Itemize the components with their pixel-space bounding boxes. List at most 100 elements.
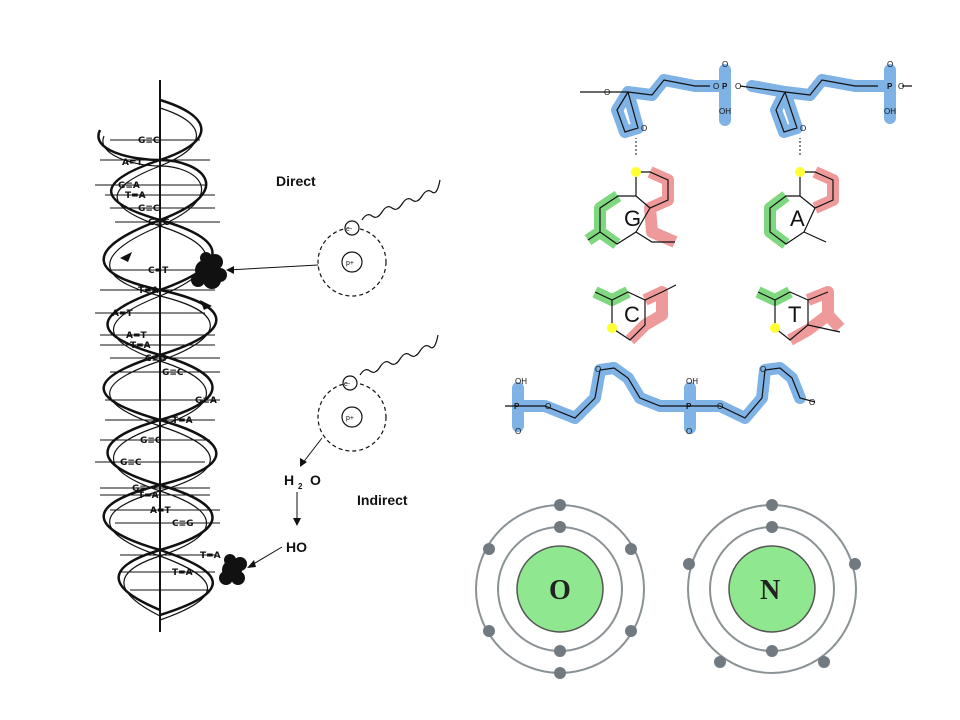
helix-strand-b-inner	[102, 135, 211, 621]
thymine-green-highlight	[755, 286, 793, 306]
backbone-top-line	[580, 79, 912, 133]
cytosine-green-highlight	[592, 286, 631, 306]
helix-rungs	[95, 139, 220, 591]
water-o: O	[310, 472, 321, 488]
base-label-t: T	[788, 302, 801, 327]
glycosidic-nitrogen-highlight	[795, 167, 805, 177]
pair-label: C≡G	[145, 354, 167, 364]
radical-label: HO	[286, 539, 307, 555]
pair-label: T=A	[138, 491, 159, 501]
pair-label: T=A	[172, 568, 193, 578]
nitrogen-bohr-model: N	[683, 499, 861, 674]
indirect-atom: e- p+	[317, 375, 387, 452]
radical-arrow	[249, 546, 283, 567]
hydrolysis-arrowhead	[293, 518, 301, 526]
damage-blob-direct	[191, 252, 227, 289]
pair-label: G≡C	[148, 218, 170, 228]
pair-label: C=T	[148, 266, 169, 276]
pair-label: A=T	[112, 309, 134, 319]
oxygen-label: O	[717, 402, 723, 411]
guanine-ring	[587, 171, 675, 245]
phosphorus-label: P	[686, 402, 692, 411]
adenine-green-highlight	[764, 191, 790, 249]
glycosidic-nitrogen-highlight	[631, 167, 641, 177]
helix-strand-b	[97, 129, 218, 617]
damage-blob-indirect	[219, 554, 247, 585]
oxygen-label: O	[800, 124, 806, 133]
ionization-arrow	[301, 437, 323, 465]
indirect-label: Indirect	[357, 492, 408, 508]
electron-label: e-	[344, 381, 351, 388]
pair-label: T=A	[125, 191, 146, 201]
nitrogen-nucleus	[728, 545, 816, 633]
hydroxyl-label: OH	[515, 377, 527, 386]
helix-arrows	[120, 252, 212, 310]
oxygen-label: O	[641, 124, 647, 133]
oxygen-label: O	[760, 365, 766, 374]
hydroxyl-label: OH	[719, 107, 731, 116]
base-label-a: A	[790, 206, 805, 231]
radical-arrowhead	[247, 560, 256, 568]
thymine-ring	[757, 291, 841, 341]
phosphorus-label: P	[722, 82, 728, 91]
oxygen-label: O	[595, 365, 601, 374]
oxygen-label: O	[898, 82, 904, 91]
direct-label: Direct	[276, 173, 316, 189]
oxygen-label: O	[887, 60, 893, 69]
oxygen-nucleus	[516, 545, 604, 633]
pair-label: G≡C	[120, 458, 142, 468]
cytosine-ring	[594, 284, 677, 341]
pair-label: G≡C	[138, 136, 160, 146]
electron-label: e-	[346, 226, 353, 233]
backbone-bottom	[512, 362, 806, 434]
proton-label: p+	[346, 415, 354, 422]
proton-label: p+	[346, 260, 354, 267]
oxygen-label: O	[809, 398, 815, 407]
backbone-bottom-line	[505, 367, 816, 419]
oxygen-label: O	[515, 427, 521, 436]
base-label-g: G	[624, 206, 641, 231]
pair-label: G≡A	[195, 396, 217, 406]
pair-label: T=A	[200, 551, 221, 561]
direct-atom: e- p+	[317, 220, 387, 297]
pair-label: A=T	[122, 158, 144, 168]
oxygen-label: O	[713, 82, 719, 91]
oxygen-symbol: O	[549, 575, 571, 606]
pair-label: T=A	[172, 416, 193, 426]
adenine-red-highlight	[812, 166, 839, 214]
glycosidic-nitrogen-highlight	[607, 323, 617, 333]
water-subscript: 2	[298, 482, 303, 491]
base-label-c: C	[624, 302, 640, 327]
pair-label: A=T	[126, 331, 148, 341]
direct-arrowhead	[226, 266, 234, 274]
oxygen-label: O	[735, 82, 741, 91]
pair-label: T=A	[130, 341, 151, 351]
dna-helix: G≡C A=T G≡A T=A G≡C G≡C C=T T=A A=T A=T …	[95, 80, 221, 632]
hydroxyl-label: OH	[884, 107, 896, 116]
glycosidic-nitrogen-highlight	[770, 323, 780, 333]
guanine-red-highlight	[644, 166, 678, 248]
pair-label: C≡G	[172, 519, 194, 529]
direct-photon-wave	[361, 179, 441, 221]
indirect-photon-wave	[359, 334, 439, 376]
nitrogen-electrons	[683, 499, 861, 668]
pair-label: G≡C	[140, 436, 162, 446]
pair-label: G≡C	[138, 204, 160, 214]
pair-label: G≡A	[118, 181, 140, 191]
oxygen-label: O	[545, 402, 551, 411]
oxygen-label: O	[686, 427, 692, 436]
helix-pair-labels: G≡C A=T G≡A T=A G≡C G≡C C=T T=A A=T A=T …	[112, 136, 221, 578]
direct-arrow	[227, 264, 319, 271]
hydroxyl-label: OH	[686, 377, 698, 386]
oxygen-label: O	[722, 60, 728, 69]
backbone-top	[611, 64, 896, 138]
pair-label: A=T	[150, 506, 172, 516]
water-h: H	[284, 472, 294, 488]
pair-label: T=A	[138, 286, 159, 296]
phosphorus-label: P	[887, 82, 893, 91]
oxygen-bohr-model: O	[475, 499, 645, 679]
phosphorus-label: P	[514, 402, 520, 411]
oxygen-electrons	[483, 499, 637, 679]
ionization-arrowhead	[300, 458, 307, 467]
